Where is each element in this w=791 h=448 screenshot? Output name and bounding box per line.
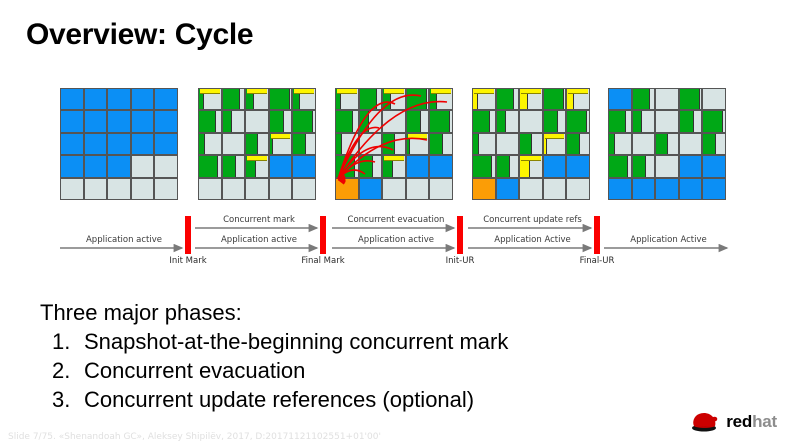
timeline-app-label: Application active	[357, 235, 435, 245]
timeline-phase-label: Concurrent evacuation	[347, 215, 445, 225]
timeline-app-label: Application Active	[630, 235, 707, 245]
phases-block: Three major phases: 1. Snapshot-at-the-b…	[40, 300, 740, 415]
redhat-fedora-icon	[692, 412, 718, 432]
phases-lead: Three major phases:	[40, 300, 242, 325]
timeline-phase-label: Concurrent update refs	[483, 215, 582, 225]
phases-list: 1. Snapshot-at-the-beginning concurrent …	[40, 327, 740, 415]
timeline-app-label: Application active	[85, 235, 163, 245]
page-title: Overview: Cycle	[26, 18, 254, 51]
list-item-label: Concurrent evacuation	[84, 358, 306, 384]
timeline-pause-marker	[457, 216, 463, 254]
list-item-label: Snapshot-at-the-beginning concurrent mar…	[84, 328, 509, 354]
list-item-number: 2.	[52, 358, 71, 384]
timeline-app-label: Application Active	[494, 235, 571, 245]
slide-footer-note: Slide 7/75. «Shenandoah GC», Aleksey Shi…	[8, 432, 381, 442]
timeline-marker-label: Init-UR	[445, 256, 475, 266]
redhat-logo: redhat	[690, 408, 777, 436]
list-item: 1. Snapshot-at-the-beginning concurrent …	[52, 327, 740, 356]
timeline-marker-label: Init Mark	[169, 256, 207, 266]
list-item-label: Concurrent update references (optional)	[84, 387, 475, 413]
list-item-number: 1.	[52, 328, 71, 354]
timeline-pause-marker	[594, 216, 600, 254]
timeline-pause-marker	[185, 216, 191, 254]
redhat-word-red: red	[726, 412, 753, 431]
redhat-word-hat: hat	[752, 412, 777, 431]
redhat-wordmark: redhat	[726, 412, 777, 432]
timeline-marker-label: Final-UR	[579, 256, 615, 266]
timeline-phase-label: Concurrent mark	[223, 215, 295, 225]
list-item-number: 3.	[52, 387, 71, 413]
timeline-pause-marker	[320, 216, 326, 254]
timeline-marker-label: Final Mark	[301, 256, 345, 266]
list-item: 3. Concurrent update references (optiona…	[52, 385, 740, 414]
list-item: 2. Concurrent evacuation	[52, 356, 740, 385]
timeline-app-label: Application active	[220, 235, 298, 245]
